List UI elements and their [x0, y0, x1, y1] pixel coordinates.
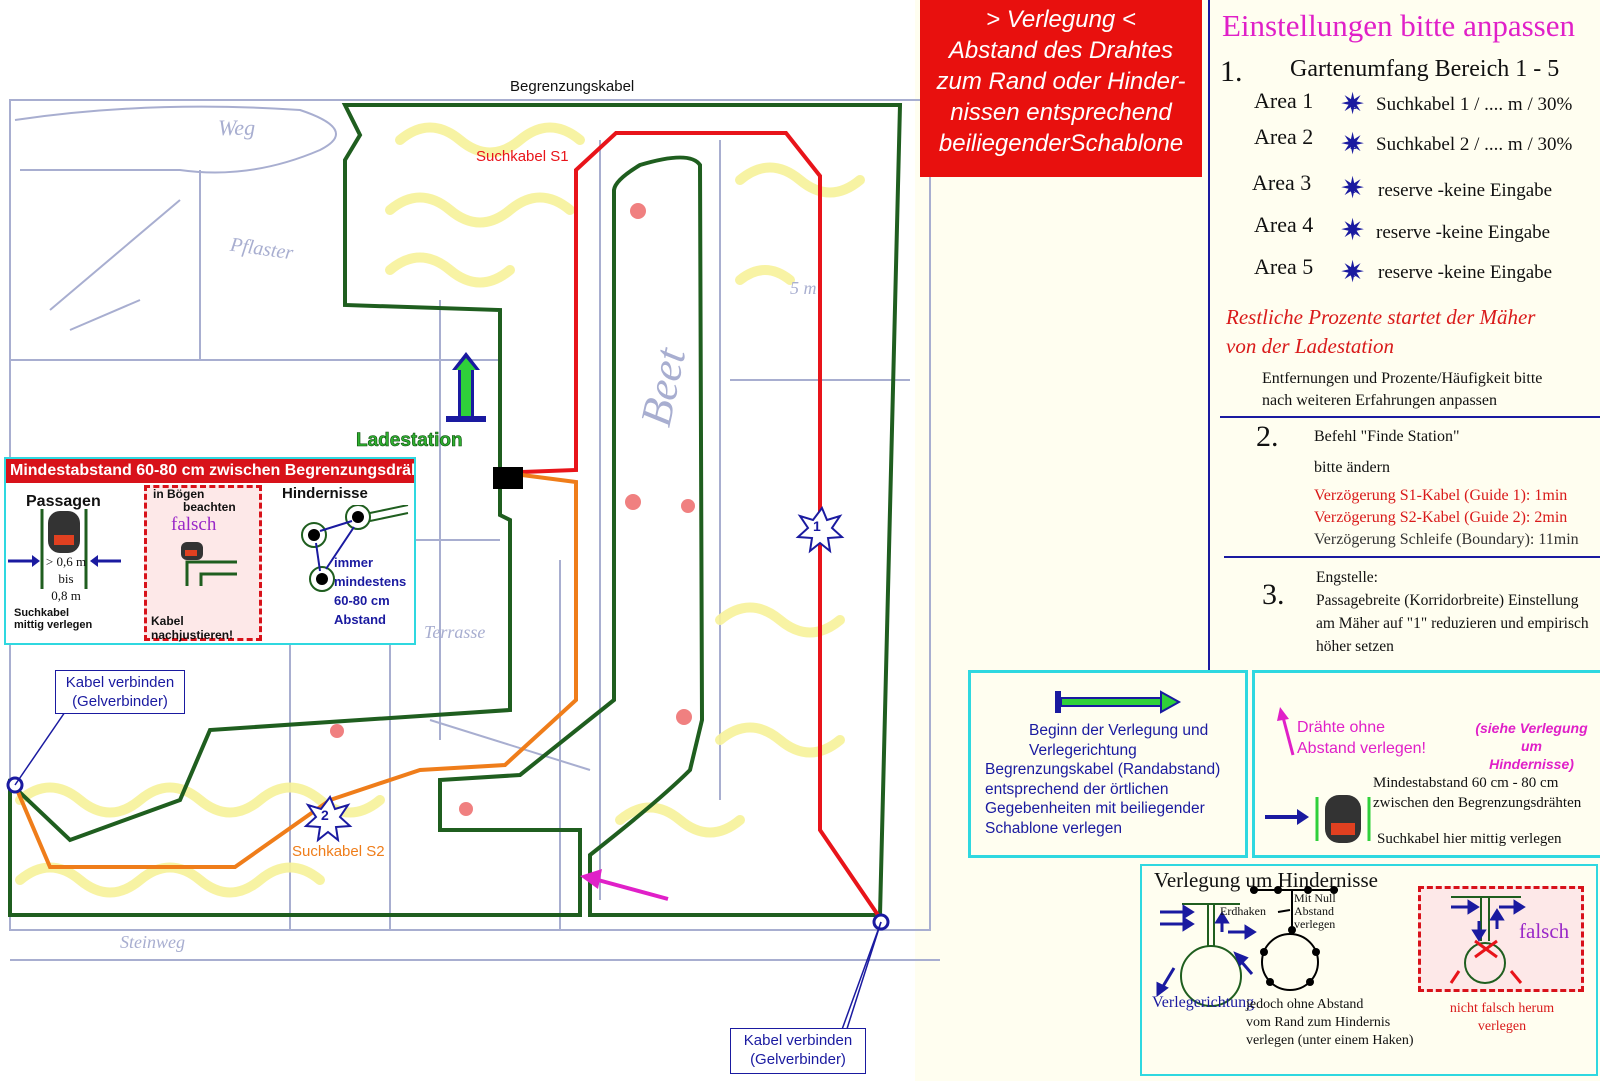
area-1-text: Suchkabel 1 / .... m / 30% [1376, 94, 1573, 115]
obstacles-title: Hindernisse [282, 485, 368, 502]
passage-illustration [8, 509, 121, 589]
area-3-text: reserve -keine Eingabe [1378, 180, 1553, 201]
remaining-percent-note: Restliche Prozente startet der Mäher von… [1226, 305, 1536, 358]
curves-adjust-note: Kabel nachjustieren! [151, 614, 234, 642]
marker-2-star [303, 795, 353, 843]
section-2-sub: bitte ändern [1314, 459, 1390, 476]
marker-2-label: 2 [321, 807, 329, 823]
delay-s2: Verzögerung S2-Kabel (Guide 2): 2min [1314, 509, 1568, 526]
obstacle-wrong-illustration [1449, 896, 1526, 984]
area-1-star-icon: ✷ [1340, 88, 1366, 121]
divider-2 [1224, 556, 1600, 558]
laying-title-box: > Verlegung < Abstand des Drahtes zum Ra… [920, 0, 1202, 177]
area-4-star-icon: ✷ [1340, 214, 1366, 247]
delay-loop: Verzögerung Schleife (Boundary): 11min [1314, 531, 1579, 548]
wires-no-distance: Drähte ohne Abstand verlegen! [1297, 719, 1426, 757]
curves-illustration [181, 542, 237, 586]
area-1-label: Area 1 [1254, 88, 1314, 113]
station-direction-arrow [446, 352, 486, 422]
wires-min-distance: Mindestabstand 60 cm - 80 cm zwischen de… [1373, 775, 1582, 811]
obstacles-wrong-box: falsch [1418, 886, 1584, 992]
sketch-weg: Weg [218, 115, 256, 140]
area-4-text: reserve -keine Eingabe [1376, 222, 1551, 243]
mower-passage-icon [1265, 795, 1371, 843]
hint-passagen: Passagen [26, 493, 101, 510]
area-4-label: Area 4 [1254, 212, 1314, 237]
area-2-star-icon: ✷ [1340, 128, 1366, 161]
magenta-arrow-icon [1277, 707, 1295, 756]
legend-begin-text: Beginn der Verlegung und Verlegerichtung… [985, 722, 1221, 837]
callout-line-left [14, 711, 66, 786]
section-2-number: 2. [1256, 420, 1279, 453]
obstacles-ground-hook: Erdhaken [1220, 904, 1266, 918]
legend-obstacles-box: Verlegung um Hindernisse Verlegerichtung [1140, 864, 1598, 1076]
callout-connect-left: Kabel verbinden (Gelverbinder) [55, 670, 185, 714]
begin-arrow-icon [1055, 690, 1182, 714]
obstacles-without-distance: jedoch ohne Abstand vom Rand zum Hindern… [1246, 997, 1414, 1048]
callout-line-bottom [839, 921, 882, 1036]
area-list: Area 1 ✷ 1 Suchkabel 1 / .... m / 30% Ar… [1252, 88, 1573, 289]
sketch-5m: 5 m [790, 278, 817, 298]
curves-wrong: falsch [171, 514, 217, 535]
sketch-steinweg: Steinweg [120, 932, 185, 952]
area-2-text: Suchkabel 2 / .... m / 30% [1376, 134, 1573, 155]
charging-station [493, 467, 523, 489]
obstacle-zero-distance-illustration [1250, 886, 1338, 991]
curves-note: in Bögen beachten [153, 487, 236, 514]
label-boundary-wire: Begrenzungskabel [510, 78, 635, 95]
obstacles-illustration [301, 505, 409, 592]
section-3-number: 3. [1262, 578, 1285, 611]
guide-wire-s2 [13, 473, 578, 869]
settings-panel [1208, 0, 1600, 670]
passage-distance: > 0,6 m bis 0,8 m [45, 554, 87, 603]
obstacles-not-reverse: nicht falsch herum verlegen [1449, 1001, 1555, 1034]
boundary-wire [7, 103, 903, 917]
guide-wire-s1 [521, 131, 882, 920]
lawn-hatching [15, 122, 865, 898]
adjust-note: Entfernungen und Prozente/Häufigkeit bit… [1262, 370, 1543, 409]
sketch-terrasse: Terrasse [424, 622, 486, 642]
marker-1-label: 1 [813, 518, 821, 534]
section-1-heading: Gartenumfang Bereich 1 - 5 [1290, 56, 1560, 82]
wires-see-obstacles: (siehe Verlegung um Hindernisse) [1475, 720, 1588, 772]
curves-hint: in Bögen beachten falsch Kabel nachjusti… [144, 485, 262, 642]
marker-1-star [795, 506, 845, 554]
area-5-text: reserve -keine Eingabe [1378, 262, 1553, 283]
begin-laying-arrow [580, 869, 669, 901]
hint-header: Mindestabstand 60-80 cm zwischen Begrenz… [6, 459, 414, 483]
settings-title: Einstellungen bitte anpassen [1222, 8, 1575, 43]
passage-guide-note: Suchkabel mittig verlegen [14, 607, 93, 631]
section-3-text: Engstelle: Passagebreite (Korridorbreite… [1316, 569, 1589, 655]
area-5-star-icon: ✷ [1340, 256, 1366, 289]
area-3-label: Area 3 [1252, 170, 1312, 195]
obstacles-zero-distance: Mit Null Abstand verlegen [1294, 891, 1336, 931]
label-guide-s1: Suchkabel S1 [476, 148, 569, 165]
obstacle-direction-illustration [1156, 903, 1257, 1007]
obstacles-direction-label: Verlegerichtung [1152, 994, 1255, 1011]
legend-begin-box: Beginn der Verlegung und Verlegerichtung… [968, 670, 1248, 858]
area-3-star-icon: ✷ [1340, 172, 1366, 205]
section-2-heading: Befehl "Finde Station" [1314, 428, 1460, 445]
obstacles-legend-title: Verlegung um Hindernisse [1154, 868, 1378, 892]
legend-wires-box: Drähte ohne Abstand verlegen! (siehe Ver… [1252, 670, 1600, 858]
label-charging-station: Ladestation [356, 430, 463, 452]
area-5-label: Area 5 [1254, 254, 1314, 279]
flowerbed-dots [330, 203, 695, 816]
divider-1 [1220, 416, 1600, 418]
area-2-label: Area 2 [1254, 124, 1314, 149]
obstacles-note: immer mindestens 60-80 cm Abstand [334, 555, 407, 627]
label-guide-s2: Suchkabel S2 [292, 843, 385, 860]
delay-s1: Verzögerung S1-Kabel (Guide 1): 1min [1314, 487, 1568, 504]
wires-guide-center: Suchkabel hier mittig verlegen [1377, 831, 1562, 847]
hint-box: Mindestabstand 60-80 cm zwischen Begrenz… [4, 457, 416, 645]
section-1-number: 1. [1220, 55, 1243, 88]
callout-connect-bottom: Kabel verbinden (Gelverbinder) [730, 1028, 866, 1074]
obstacles-wrong-label: falsch [1519, 919, 1570, 943]
